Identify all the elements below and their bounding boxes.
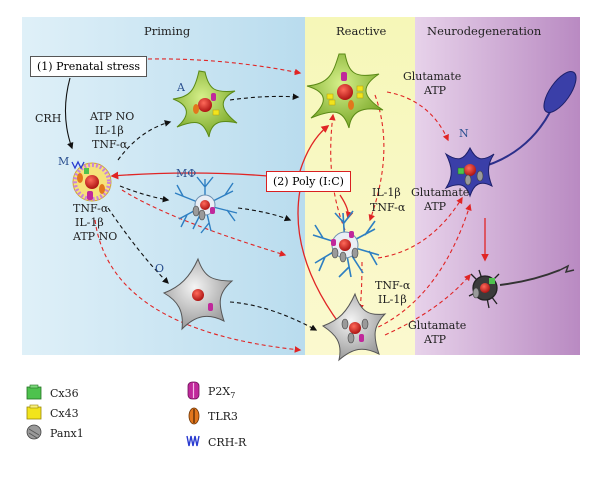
oligodendrocyte-cell [162, 257, 234, 331]
macrophage-letter: MΦ [176, 167, 197, 180]
prenatal-stress-box: (1) Prenatal stress [30, 56, 148, 77]
crh-label: CRH [35, 112, 62, 125]
atp-label-1: ATP [424, 84, 447, 97]
macrophage-cell [174, 176, 238, 234]
reactive-title: Reactive [336, 24, 387, 38]
glutamate-label-3: Glutamate [408, 319, 467, 332]
il1b-label-top: IL-1β [95, 124, 124, 137]
cx36-icon [26, 384, 42, 400]
atp-label-3: ATP [424, 333, 447, 346]
atp-label-2: ATP [424, 200, 447, 213]
glutamate-label-1: Glutamate [403, 70, 462, 83]
tnfa-label-mid: TNF-α [370, 201, 406, 214]
neuron-cell [444, 71, 577, 198]
crh-receptor-icon [186, 435, 200, 447]
tnfa-label-top: TNF-α [92, 138, 128, 151]
microglia-cell [71, 160, 112, 202]
legend-cx43-label: Cx43 [50, 407, 79, 420]
black-solid-arrows [64, 77, 74, 150]
legend-panx1-label: Panx1 [50, 427, 84, 440]
red-solid-arrows [110, 125, 489, 337]
cx43-icon [26, 404, 42, 420]
legend-tlr3-label: TLR3 [208, 410, 238, 423]
tlr3-icon [188, 407, 200, 425]
astrocyte-letter: A [177, 81, 185, 94]
tnfa-label-bottom: TNF-α [73, 202, 109, 215]
atp-no-label-top: ATP NO [90, 110, 135, 123]
legend-crh-r-label: CRH-R [208, 436, 247, 449]
oligodendrocyte-letter: O [155, 262, 165, 275]
poly-ic-box: (2) Poly (I:C) [266, 171, 351, 192]
il1b-label-mid: IL-1β [372, 186, 401, 199]
reactive-astrocyte-cell [306, 53, 384, 129]
atp-no-label-bottom: ATP NO [73, 230, 118, 243]
neurodegeneration-title: Neurodegeneration [427, 24, 542, 38]
panx1-icon [26, 424, 42, 440]
il1b-label-bottom: IL-1β [75, 216, 104, 229]
degenerating-neuron-cell [468, 264, 575, 309]
neuron-letter: N [459, 127, 469, 140]
tnfa-label-low: TNF-α [375, 279, 411, 292]
astrocyte-cell [172, 70, 238, 138]
black-dashed-arrows [107, 93, 318, 331]
p2x7-icon [187, 381, 200, 400]
legend-cx36-label: Cx36 [50, 387, 79, 400]
neurodegeneration-panel [415, 17, 580, 355]
microglia-letter: M [58, 155, 70, 168]
reactive-oligodendrocyte-cell [321, 292, 387, 362]
priming-title: Priming [144, 24, 191, 38]
il1b-label-low: IL-1β [378, 293, 407, 306]
reactive-microglia-cell [312, 210, 380, 278]
glutamate-label-2: Glutamate [411, 186, 470, 199]
legend-p2x7-label: P2X7 [208, 385, 236, 401]
